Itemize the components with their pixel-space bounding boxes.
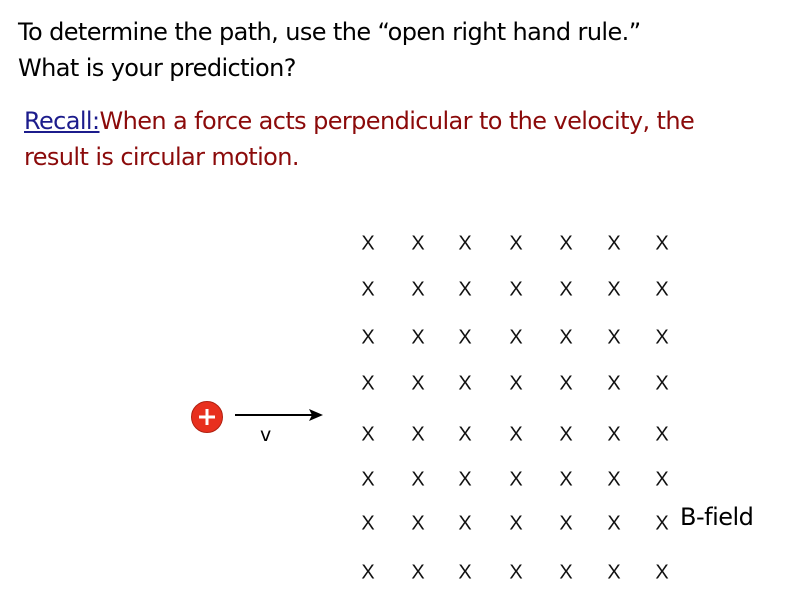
field-into-page-mark: X: [655, 278, 669, 301]
field-into-page-mark: X: [607, 468, 621, 491]
field-into-page-mark: X: [655, 468, 669, 491]
field-into-page-mark: X: [361, 372, 375, 395]
field-into-page-mark: X: [655, 232, 669, 255]
field-into-page-mark: X: [411, 423, 425, 446]
field-into-page-mark: X: [607, 512, 621, 535]
field-into-page-mark: X: [509, 512, 523, 535]
field-into-page-mark: X: [458, 278, 472, 301]
field-into-page-mark: X: [458, 372, 472, 395]
field-into-page-mark: X: [361, 326, 375, 349]
field-into-page-mark: X: [458, 468, 472, 491]
field-into-page-mark: X: [509, 326, 523, 349]
field-into-page-mark: X: [655, 423, 669, 446]
field-into-page-mark: X: [559, 278, 573, 301]
velocity-label: v: [260, 424, 272, 446]
field-into-page-mark: X: [559, 232, 573, 255]
field-into-page-mark: X: [655, 372, 669, 395]
velocity-arrow-icon: [235, 409, 323, 421]
field-into-page-mark: X: [655, 512, 669, 535]
field-into-page-mark: X: [655, 561, 669, 584]
field-into-page-mark: X: [509, 232, 523, 255]
field-into-page-mark: X: [559, 326, 573, 349]
field-into-page-mark: X: [509, 423, 523, 446]
field-into-page-mark: X: [411, 561, 425, 584]
field-into-page-mark: X: [458, 561, 472, 584]
slide-title: To determine the path, use the “open rig…: [18, 14, 641, 86]
field-into-page-mark: X: [458, 512, 472, 535]
field-into-page-mark: X: [607, 278, 621, 301]
field-into-page-mark: X: [559, 561, 573, 584]
field-into-page-mark: X: [411, 278, 425, 301]
field-into-page-mark: X: [411, 326, 425, 349]
field-into-page-mark: X: [607, 423, 621, 446]
recall-label: Recall:: [24, 107, 100, 135]
field-into-page-mark: X: [361, 512, 375, 535]
recall-note: Recall:When a force acts perpendicular t…: [24, 103, 695, 175]
field-into-page-mark: X: [607, 232, 621, 255]
field-into-page-mark: X: [361, 561, 375, 584]
field-into-page-mark: X: [411, 372, 425, 395]
field-into-page-mark: X: [411, 468, 425, 491]
field-into-page-mark: X: [509, 561, 523, 584]
field-into-page-mark: X: [361, 468, 375, 491]
title-line-2: What is your prediction?: [18, 54, 296, 82]
field-into-page-mark: X: [361, 278, 375, 301]
b-field-label: B-field: [680, 503, 754, 531]
field-into-page-mark: X: [559, 372, 573, 395]
field-into-page-mark: X: [458, 423, 472, 446]
field-into-page-mark: X: [607, 372, 621, 395]
field-into-page-mark: X: [361, 423, 375, 446]
field-into-page-mark: X: [361, 232, 375, 255]
field-into-page-mark: X: [458, 326, 472, 349]
recall-line-1: When a force acts perpendicular to the v…: [99, 107, 695, 135]
field-into-page-mark: X: [411, 232, 425, 255]
field-into-page-mark: X: [411, 512, 425, 535]
field-into-page-mark: X: [509, 468, 523, 491]
field-into-page-mark: X: [559, 468, 573, 491]
recall-line-2: result is circular motion.: [24, 143, 299, 171]
field-into-page-mark: X: [559, 512, 573, 535]
field-into-page-mark: X: [509, 278, 523, 301]
field-into-page-mark: X: [509, 372, 523, 395]
field-into-page-mark: X: [607, 326, 621, 349]
positive-charge-icon: [191, 401, 223, 433]
field-into-page-mark: X: [559, 423, 573, 446]
field-into-page-mark: X: [607, 561, 621, 584]
field-into-page-mark: X: [655, 326, 669, 349]
field-into-page-mark: X: [458, 232, 472, 255]
title-line-1: To determine the path, use the “open rig…: [18, 18, 641, 46]
